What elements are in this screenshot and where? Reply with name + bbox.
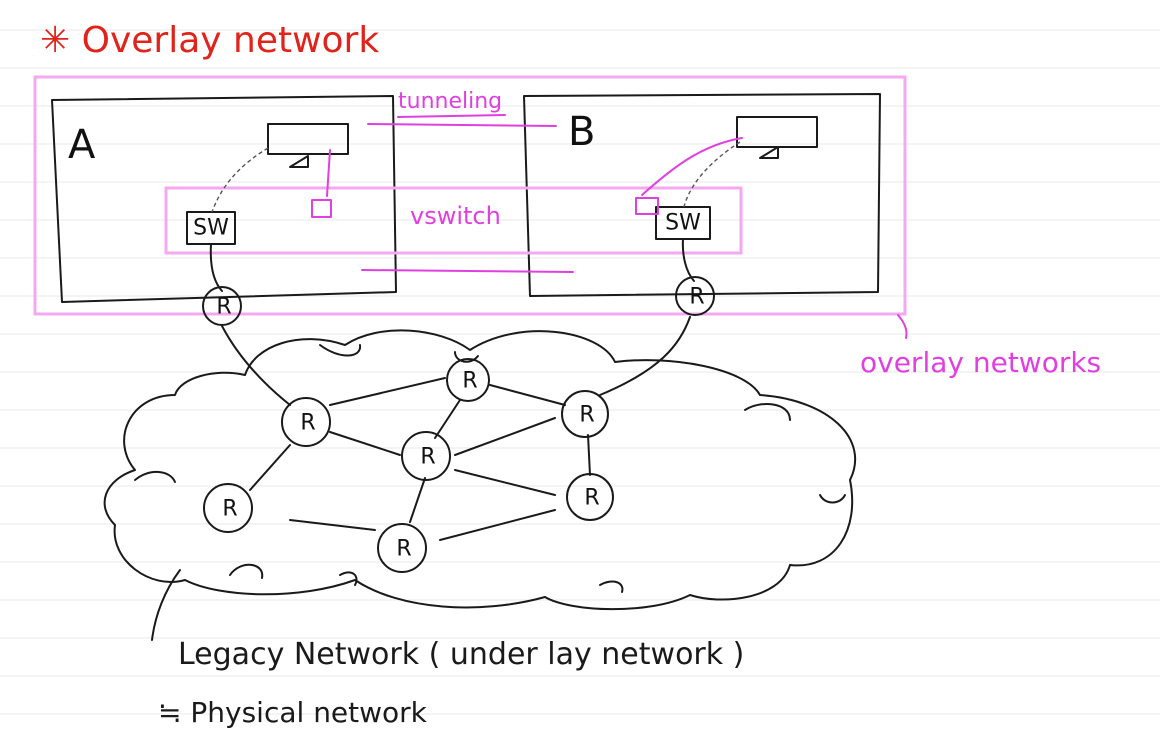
tunnel-lower-line <box>361 269 574 273</box>
router-5-label: R <box>584 486 599 511</box>
router-edge-a-circle <box>202 286 242 326</box>
vswitch-box <box>164 186 743 255</box>
vswitch-label: vswitch <box>410 202 501 230</box>
vm-a <box>267 123 349 155</box>
router-2-circle <box>446 358 490 402</box>
router-3-label: R <box>579 403 594 428</box>
vm-a-port-icon <box>289 155 309 168</box>
notebook-lines <box>0 29 1160 715</box>
link-r2-r3 <box>489 384 566 406</box>
router-1-circle <box>281 397 331 447</box>
cloud-curl-8 <box>599 580 624 593</box>
router-6-circle <box>203 483 253 533</box>
router-edge-b-label: R <box>689 285 704 310</box>
cloud-curl-6 <box>229 563 264 579</box>
link-r7-r5 <box>439 509 556 541</box>
router-6-label: R <box>222 497 237 522</box>
vm-b-dashed-link <box>683 141 741 208</box>
host-a-label: A <box>68 122 96 168</box>
vm-b-port-icon <box>759 146 779 159</box>
router-edge-a: R <box>202 286 242 326</box>
link-r6-r7 <box>289 519 376 531</box>
vm-a-dashed-link <box>211 147 269 213</box>
link-r2-r4 <box>434 399 461 439</box>
tunneling-label: tunneling <box>398 89 502 114</box>
router-links <box>221 316 691 541</box>
edge-a-link <box>221 325 291 406</box>
router-4-label: R <box>420 445 435 470</box>
router-edge-b: R <box>675 276 715 316</box>
router-5-circle <box>566 473 614 521</box>
router-4-circle <box>401 431 451 481</box>
router-4: R <box>401 431 451 481</box>
vm-b-vnic-link <box>641 137 743 196</box>
link-r1-r6 <box>249 444 291 491</box>
tunneling-underline <box>397 114 506 118</box>
vnic-b <box>635 197 659 215</box>
title: ✳ Overlay network <box>40 20 379 61</box>
router-5: R <box>566 473 614 521</box>
cloud-curl-7 <box>339 571 358 586</box>
router-2: R <box>446 358 490 402</box>
vm-a-vnic-link <box>326 149 331 197</box>
router-2-label: R <box>462 369 477 394</box>
router-3: R <box>561 390 609 438</box>
switch-a-router-link <box>209 243 223 292</box>
legacy-pointer <box>151 569 181 641</box>
link-r4-r7 <box>409 477 426 523</box>
router-edge-b-circle <box>675 276 715 316</box>
routers: R R R R R R R R <box>202 276 715 573</box>
underlay-cloud <box>103 329 856 611</box>
switch-a-label: SW <box>193 216 229 241</box>
physical-network-label: ≒ Physical network <box>158 696 428 729</box>
host-b-label: B <box>568 109 595 155</box>
edge-b-link <box>599 316 691 396</box>
router-1: R <box>281 397 331 447</box>
router-1-label: R <box>300 411 315 436</box>
cloud-curl-3 <box>744 403 791 421</box>
vm-b <box>736 116 818 148</box>
link-r4-r5 <box>454 469 556 496</box>
cloud-curl-1 <box>319 344 362 357</box>
cloud-curl-4 <box>819 494 846 504</box>
router-3-circle <box>561 390 609 438</box>
router-7-circle <box>377 523 427 573</box>
tunnel-upper-line <box>367 123 557 127</box>
cloud-curl-5 <box>134 471 176 483</box>
link-r3-r5 <box>587 434 591 476</box>
router-7: R <box>377 523 427 573</box>
host-b-box <box>523 93 881 297</box>
host-a-box <box>51 95 397 303</box>
router-edge-a-label: R <box>216 295 231 320</box>
link-r3-r4 <box>454 417 556 456</box>
router-6: R <box>203 483 253 533</box>
cloud-curl-2 <box>454 351 479 363</box>
router-7-label: R <box>396 537 411 562</box>
overlay-networks-label: overlay networks <box>860 346 1101 379</box>
overlay-box <box>33 75 907 316</box>
legacy-network-label: Legacy Network ( under lay network ) <box>178 637 744 672</box>
link-r1-r2 <box>329 377 446 406</box>
switch-b-label: SW <box>665 211 701 236</box>
vnic-a <box>311 199 332 218</box>
link-r1-r4 <box>329 431 401 456</box>
switch-b-router-link <box>681 238 695 282</box>
overlay-pointer <box>897 314 908 339</box>
